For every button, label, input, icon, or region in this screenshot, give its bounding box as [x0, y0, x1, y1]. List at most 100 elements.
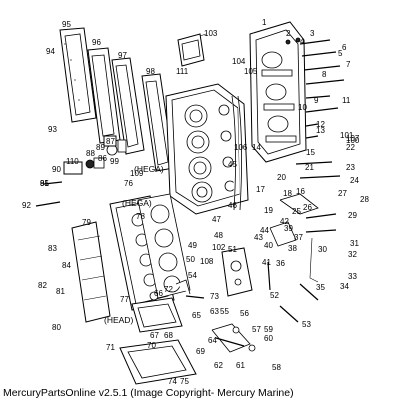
plate-66 — [131, 297, 183, 333]
callout-96: 96 — [92, 38, 101, 47]
callout-23: 23 — [346, 163, 355, 172]
callout-36: 36 — [276, 259, 285, 268]
bracket-51 — [221, 247, 253, 297]
callout-67: 67 — [150, 331, 159, 340]
callout-64: 64 — [208, 336, 217, 345]
callout-17: 17 — [256, 185, 265, 194]
callout-81: 81 — [56, 287, 65, 296]
image-copyright-caption: MercuryPartsOnline v2.5.1 (Image Copyrig… — [3, 387, 294, 399]
callout-53: 53 — [302, 320, 311, 329]
head-label: (HEAD) — [104, 315, 133, 325]
callout-10: 10 — [298, 103, 307, 112]
callout-34: 34 — [340, 282, 349, 291]
callout-82: 82 — [38, 281, 47, 290]
callout-29: 29 — [348, 211, 357, 220]
plate-97 — [111, 57, 145, 155]
callout-44: 44 — [260, 226, 269, 235]
callout-90: 90 — [52, 165, 61, 174]
callout-111: 111 — [176, 67, 189, 76]
callout-77: 77 — [120, 295, 129, 304]
cover-plate-79 — [71, 221, 111, 323]
callout-65: 65 — [192, 311, 201, 320]
callout-50: 50 — [186, 255, 195, 264]
callout-2: 2 — [286, 29, 291, 38]
callout-57: 57 — [252, 325, 261, 334]
callout-37: 37 — [294, 233, 303, 242]
callout-78: 78 — [136, 212, 145, 221]
callout-41: 41 — [262, 258, 271, 267]
callout-107: 107 — [346, 134, 360, 143]
callout-27: 27 — [338, 189, 347, 198]
callout-11: 11 — [342, 96, 351, 105]
callout-24: 24 — [350, 176, 359, 185]
head-gasket-76 — [137, 193, 191, 299]
callout-40: 40 — [264, 241, 273, 250]
linkage-bottom-55-62 — [211, 323, 256, 353]
callout-79: 79 — [82, 218, 91, 227]
tray-70 — [119, 339, 197, 385]
callout-45: 45 — [228, 160, 237, 169]
callout-55: 55 — [220, 307, 229, 316]
callout-58: 58 — [272, 363, 281, 372]
callout-108: 108 — [200, 257, 214, 266]
callout-88: 88 — [86, 149, 95, 158]
callout-52: 52 — [270, 291, 279, 300]
callout-14: 14 — [252, 143, 261, 152]
block-103 — [177, 33, 207, 67]
callout-109: 109 — [130, 169, 144, 178]
callout-105: 105 — [244, 67, 258, 76]
callout-22: 22 — [346, 143, 355, 152]
thermostat-group — [35, 135, 127, 207]
callout-48: 48 — [214, 231, 223, 240]
callout-76: 76 — [124, 179, 133, 188]
callout-83: 83 — [48, 244, 57, 253]
callout-86: 86 — [98, 154, 107, 163]
callout-49: 49 — [188, 241, 197, 250]
callout-91: 91 — [40, 179, 49, 188]
callout-9: 9 — [314, 96, 319, 105]
callout-75: 75 — [180, 377, 189, 386]
callout-68: 68 — [164, 331, 173, 340]
callout-38: 38 — [288, 244, 297, 253]
callout-7: 7 — [346, 60, 351, 69]
callout-35: 35 — [316, 283, 325, 292]
callout-61: 61 — [236, 361, 245, 370]
callout-99: 99 — [110, 157, 119, 166]
callout-70: 70 — [147, 341, 156, 350]
callout-98: 98 — [146, 67, 155, 76]
callout-101: 101 — [340, 131, 354, 140]
callout-13: 13 — [316, 126, 325, 135]
callout-94: 94 — [46, 47, 55, 56]
callout-47: 47 — [212, 215, 221, 224]
callout-30: 30 — [318, 245, 327, 254]
callout-110: 110 — [66, 157, 79, 166]
callout-74: 74 — [168, 377, 177, 386]
callout-46: 46 — [228, 201, 237, 210]
gasket-45 — [231, 95, 242, 211]
callout-97: 97 — [118, 51, 127, 60]
callout-100: 100 — [346, 136, 360, 145]
callout-87: 87 — [106, 137, 115, 146]
callout-104: 104 — [232, 57, 246, 66]
callout-6: 6 — [342, 43, 347, 52]
callout-85: 85 — [40, 179, 49, 188]
callout-5: 5 — [338, 49, 343, 58]
callout-12: 12 — [316, 120, 325, 129]
callout-80: 80 — [52, 323, 61, 332]
hega-label-lower: (HEGA) — [122, 198, 152, 208]
callout-33: 33 — [348, 272, 357, 281]
callout-56: 56 — [240, 309, 249, 318]
callout-43: 43 — [254, 233, 263, 242]
hega-label-upper: (HEGA) — [134, 164, 164, 174]
callout-92: 92 — [22, 201, 31, 210]
callout-15: 15 — [306, 148, 315, 157]
cylinder-block — [165, 83, 249, 215]
callout-42: 42 — [280, 217, 289, 226]
gasket-95 — [59, 27, 97, 123]
callout-21: 21 — [305, 163, 314, 172]
callout-4: 4 — [300, 37, 305, 46]
callout-60: 60 — [264, 334, 273, 343]
callout-106: 106 — [234, 143, 248, 152]
callout-32: 32 — [348, 250, 357, 259]
